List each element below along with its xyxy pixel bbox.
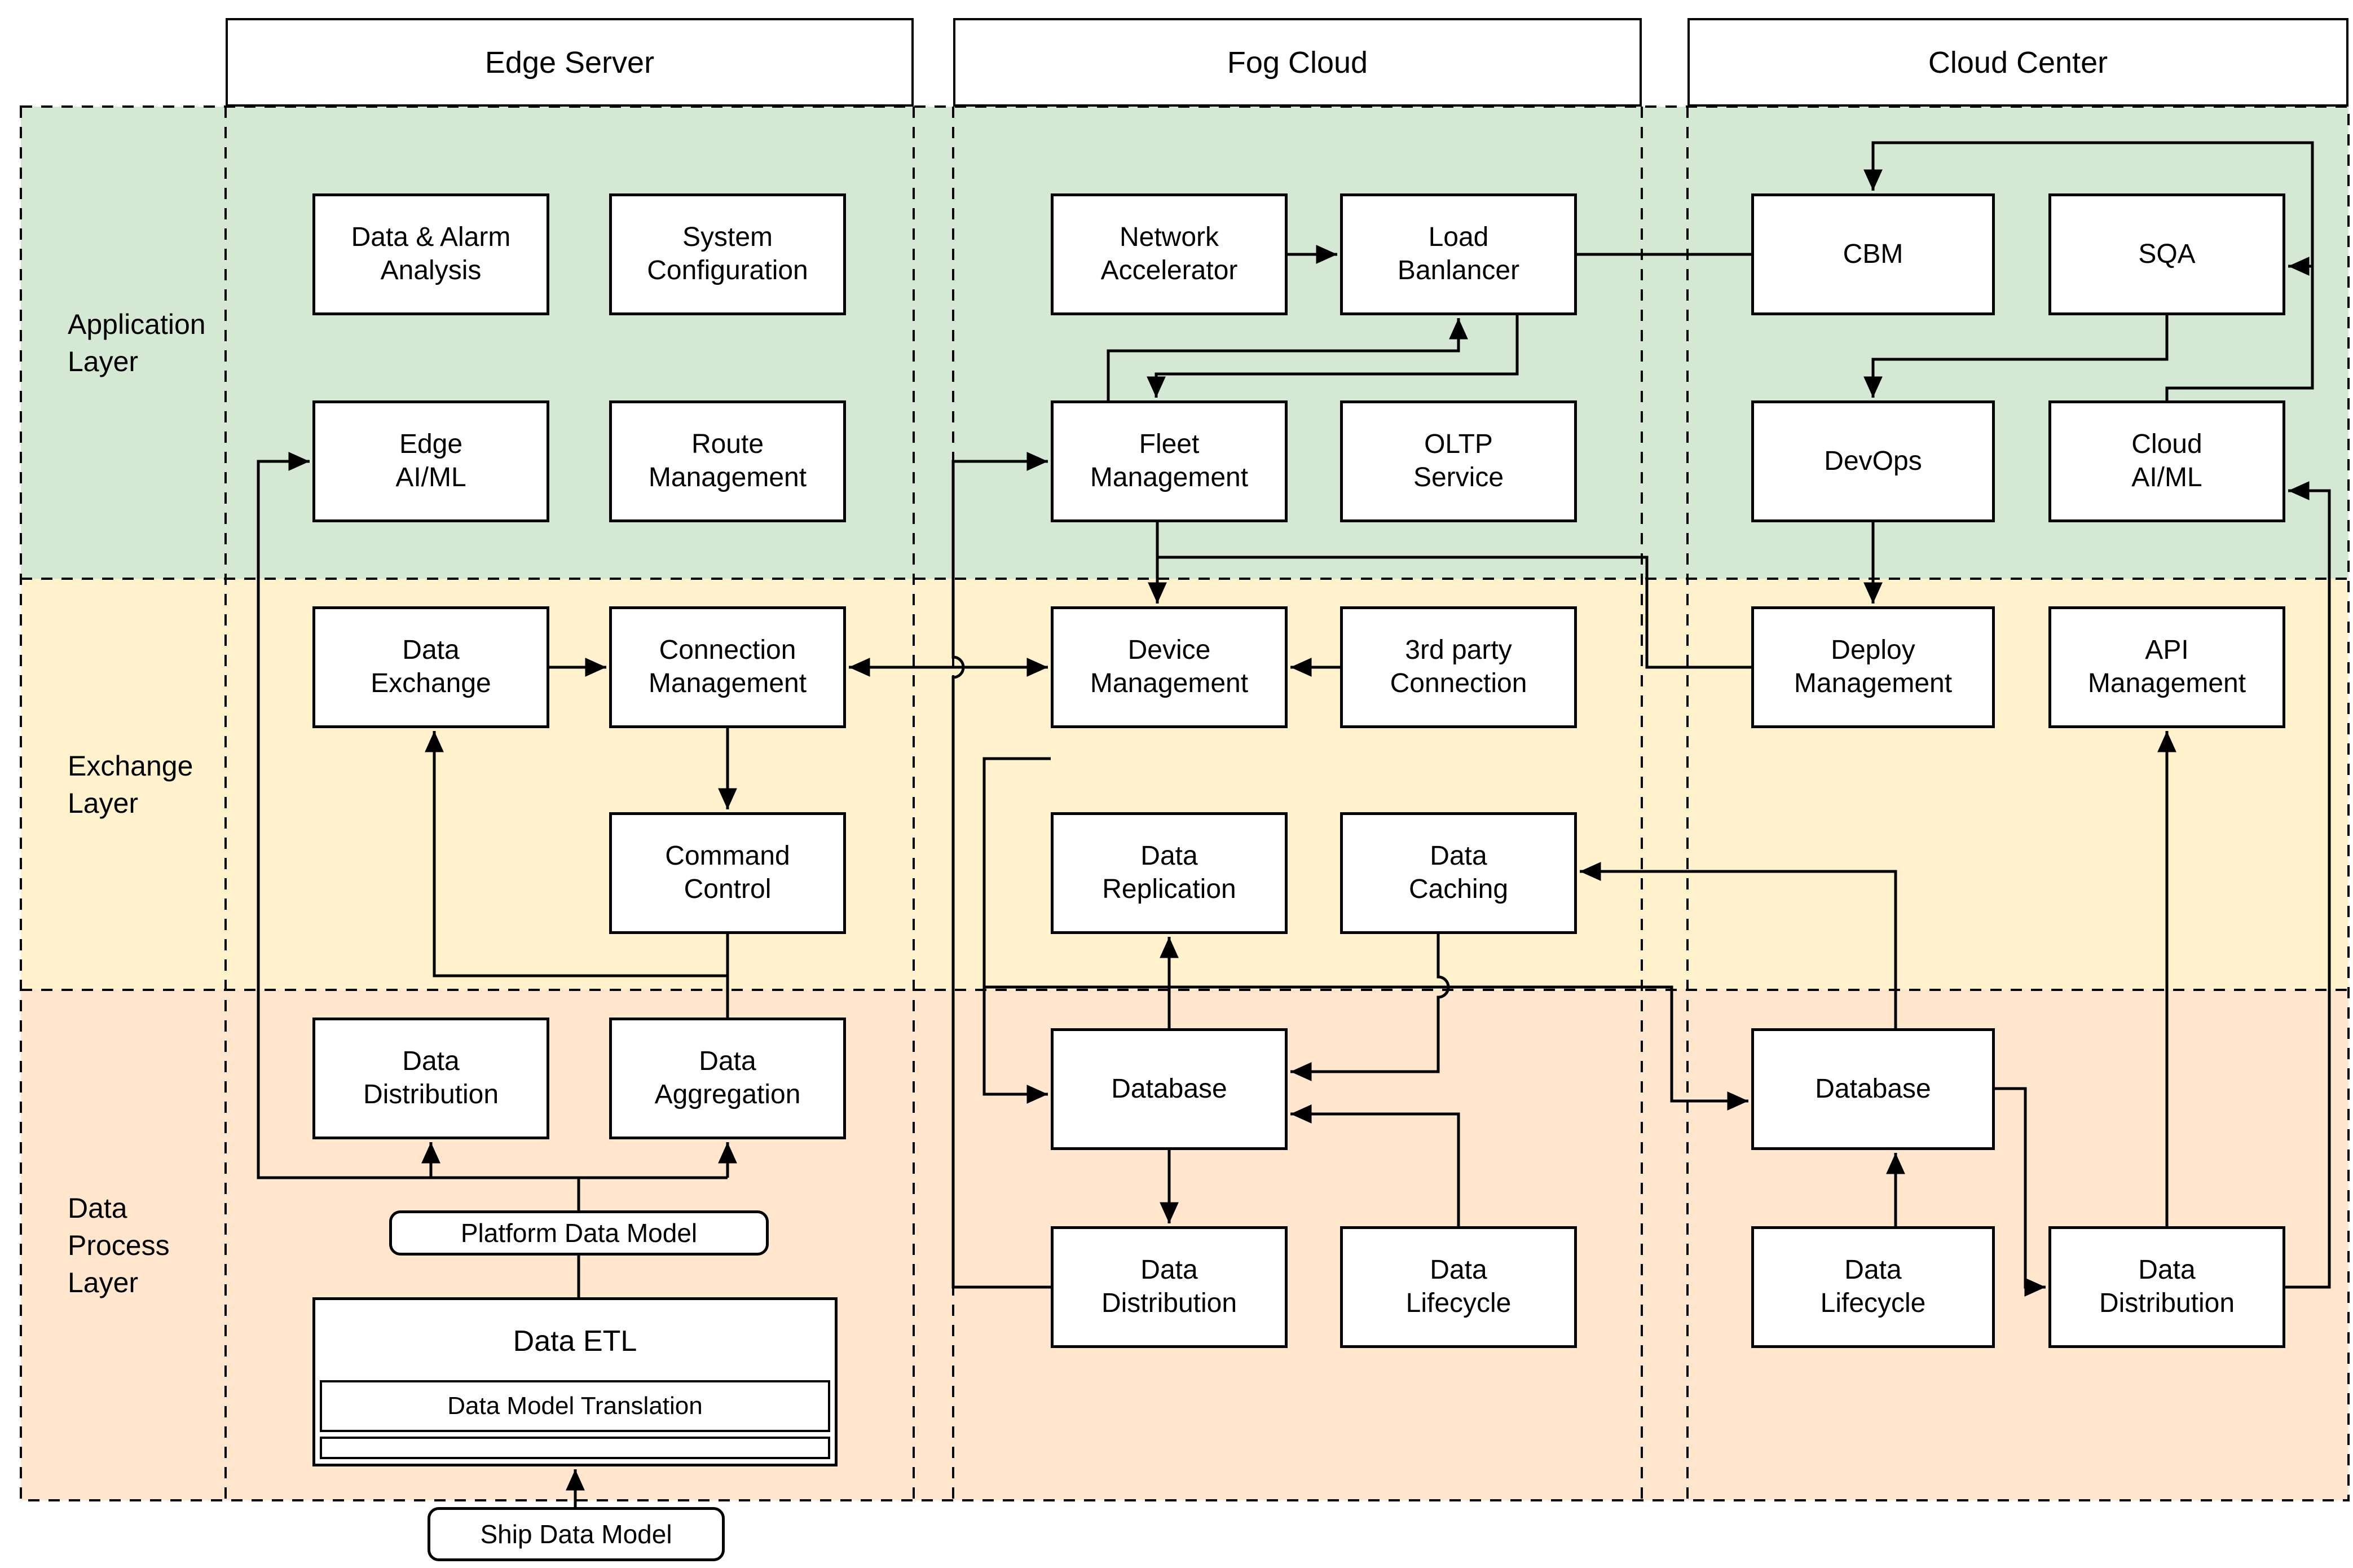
box-data-caching: Data Caching bbox=[1340, 812, 1577, 934]
connector-cbm-to-fleet-mgmt bbox=[1147, 253, 1751, 398]
connector-data-lifecycle-fog-to-database-fog bbox=[1290, 1104, 1460, 1226]
box-ship-data-model: Ship Data Model bbox=[428, 1507, 725, 1561]
box-data-aggregation: Data Aggregation bbox=[609, 1018, 846, 1139]
box-connection-management: Connection Management bbox=[609, 606, 846, 728]
connector-database-cloud-to-data-caching bbox=[1580, 862, 1897, 1028]
connector-data-distribution-fog-to-fleet-mgmt bbox=[951, 452, 1051, 1289]
header-edge-server-label: Edge Server bbox=[484, 45, 655, 80]
box-command-control: Command Control bbox=[609, 812, 846, 934]
box-fleet-management: Fleet Management bbox=[1051, 400, 1288, 522]
connector-data-distribution-cloud-to-cloud-aiml bbox=[2285, 481, 2331, 1289]
box-data-model-translation: Data Model Translation bbox=[320, 1380, 830, 1432]
box-data-distribution-cloud: Data Distribution bbox=[2048, 1226, 2285, 1348]
box-deploy-management: Deploy Management bbox=[1751, 606, 1995, 728]
label-data-process-layer: Data Process Layer bbox=[68, 1192, 170, 1298]
connector-fleet-mgmt-to-load-banlancer bbox=[1107, 318, 1468, 400]
connector-data-caching-to-database-fog bbox=[1290, 934, 1450, 1081]
box-edge-ai-ml: Edge AI/ML bbox=[312, 400, 549, 522]
connector-fleet-mgmt-to-deploy-mgmt bbox=[1157, 556, 1751, 669]
box-database-cloud: Database bbox=[1751, 1028, 1995, 1150]
box-data-lifecycle-fog: Data Lifecycle bbox=[1340, 1226, 1577, 1348]
box-data-alarm-analysis: Data & Alarm Analysis bbox=[312, 193, 549, 315]
box-oltp-service: OLTP Service bbox=[1340, 400, 1577, 522]
box-data-exchange: Data Exchange bbox=[312, 606, 549, 728]
box-data-distribution-fog: Data Distribution bbox=[1051, 1226, 1288, 1348]
connector-database-fog-to-database-cloud bbox=[984, 985, 1748, 1111]
box-third-party-connection: 3rd party Connection bbox=[1340, 606, 1577, 728]
header-cloud-center: Cloud Center bbox=[1687, 18, 2348, 107]
box-cloud-ai-ml: Cloud AI/ML bbox=[2048, 400, 2285, 522]
header-fog-cloud-label: Fog Cloud bbox=[1227, 45, 1368, 80]
connector-pdm-to-edge-aiml bbox=[257, 452, 728, 1179]
header-fog-cloud: Fog Cloud bbox=[953, 18, 1642, 107]
box-api-management: API Management bbox=[2048, 606, 2285, 728]
header-edge-server: Edge Server bbox=[226, 18, 914, 107]
connector-sqa-to-devops bbox=[1863, 315, 2169, 398]
box-system-configuration: System Configuration bbox=[609, 193, 846, 315]
connector-device-mgmt-to-database-fog bbox=[982, 757, 1051, 1104]
box-sqa: SQA bbox=[2048, 193, 2285, 315]
box-data-replication: Data Replication bbox=[1051, 812, 1288, 934]
label-exchange-layer: Exchange Layer bbox=[68, 750, 193, 819]
box-etl-empty-slot bbox=[320, 1437, 830, 1459]
box-network-accelerator: Network Accelerator bbox=[1051, 193, 1288, 315]
outer-dashed-border bbox=[20, 105, 2350, 1501]
box-device-management: Device Management bbox=[1051, 606, 1288, 728]
box-data-lifecycle-cloud: Data Lifecycle bbox=[1751, 1226, 1995, 1348]
box-data-etl: Data ETL Data Model Translation bbox=[312, 1297, 838, 1466]
box-platform-data-model: Platform Data Model bbox=[389, 1210, 769, 1256]
box-route-management: Route Management bbox=[609, 400, 846, 522]
connector-data-aggregation-to-data-exchange bbox=[425, 731, 728, 977]
box-cbm: CBM bbox=[1751, 193, 1995, 315]
data-etl-title: Data ETL bbox=[513, 1325, 637, 1358]
box-data-distribution-edge: Data Distribution bbox=[312, 1018, 549, 1139]
header-cloud-center-label: Cloud Center bbox=[1928, 45, 2108, 80]
box-load-banlancer: Load Banlancer bbox=[1340, 193, 1577, 315]
box-database-fog: Database bbox=[1051, 1028, 1288, 1150]
label-application-layer: Application Layer bbox=[68, 308, 206, 377]
connector-database-cloud-to-data-distribution-cloud bbox=[1995, 1087, 2046, 1297]
box-devops: DevOps bbox=[1751, 400, 1995, 522]
